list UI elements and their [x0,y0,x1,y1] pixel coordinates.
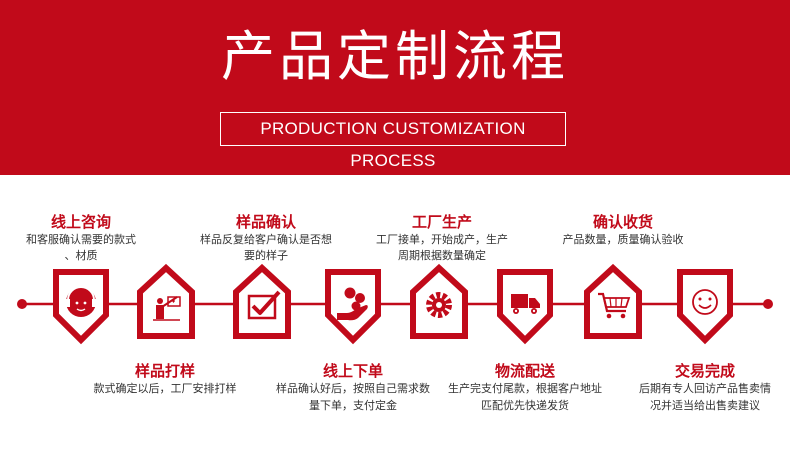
gear-icon [426,292,452,318]
step-3-desc-line1: 样品反复给客户确认是否想 [200,233,332,246]
timeline-end-dot [763,299,773,309]
step-2-desc-line1: 款式确定以后，工厂安排打样 [93,382,237,395]
step-8-badge [677,269,733,345]
step-7-desc-line1: 产品数量，质量确认验收 [562,233,684,246]
step-2-title: 样品打样 [134,362,195,380]
step-6-desc-line2: 匹配优先快递发货 [481,399,569,412]
delivery-truck-icon [511,294,540,314]
step-6-title: 物流配送 [494,362,555,380]
step-5-desc-line2: 周期根据数量确定 [398,249,486,262]
hand-coins-icon [337,287,368,321]
step-6-desc-line1: 生产完支付尾款，根据客户地址 [448,382,602,395]
step-8-title: 交易完成 [674,362,735,380]
smiley-icon [692,289,718,315]
step-4-desc-line1: 样品确认好后，按照自己需求数 [276,382,430,395]
step-8-desc-line2: 况并适当给出售卖建议 [650,399,760,412]
step-1-desc-line2: 、材质 [64,249,98,262]
step-1-desc-line1: 和客服确认需要的款式 [26,233,136,246]
step-3-title: 样品确认 [235,213,296,231]
step-7-title: 确认收货 [592,213,653,231]
step-4-title: 线上下单 [322,362,383,380]
step-1-badge [53,269,109,345]
page-title: 产品定制流程 [221,25,569,88]
presenter-board-icon [153,296,181,321]
step-3-badge [233,263,291,339]
step-6-badge [497,269,553,345]
step-5-title: 工厂生产 [411,213,472,231]
step-1-title: 线上咨询 [50,213,111,231]
headset-agent-icon [66,286,96,317]
step-4-badge [325,269,381,345]
page-subtitle: PRODUCTION CUSTOMIZATION PROCESS [220,112,566,170]
shopping-cart-icon [598,292,631,319]
step-5-badge [410,263,468,339]
step-5-desc-line1: 工厂接单，开始成产，生产 [376,233,508,246]
step-4-desc-line2: 量下单，支付定金 [309,399,397,412]
step-2-badge [137,263,195,339]
checkbox-icon [247,290,281,320]
step-8-desc-line1: 后期有专人回访产品售卖情 [639,382,771,395]
step-7-badge [584,263,642,339]
step-3-desc-line2: 要的样子 [244,249,288,262]
timeline-start-dot [17,299,27,309]
